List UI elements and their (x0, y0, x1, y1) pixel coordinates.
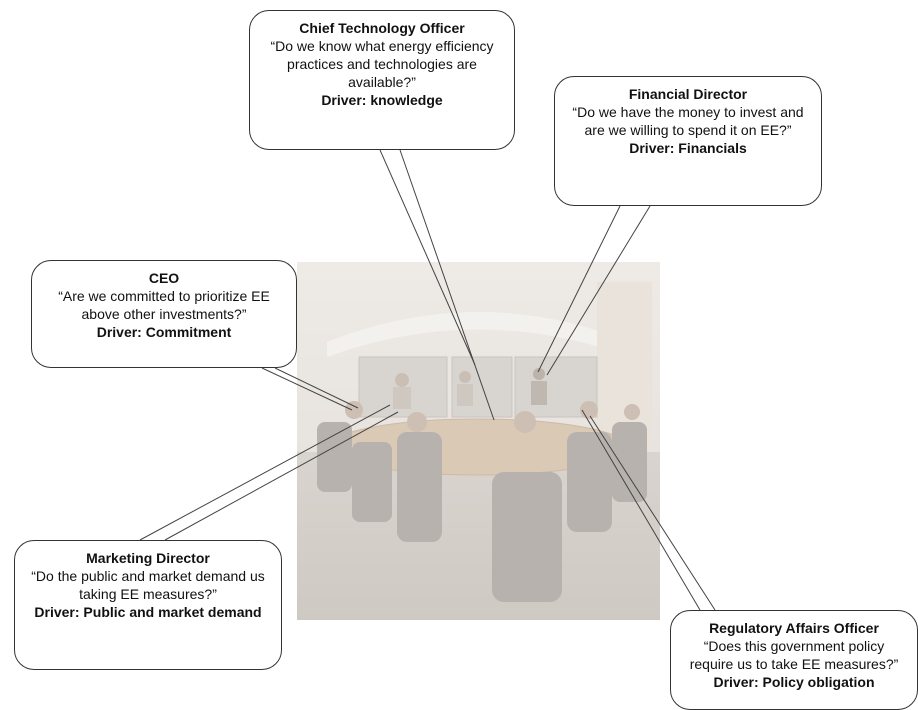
regulatory-quote: “Does this government policy require us … (689, 638, 899, 672)
cto-quote: “Do we know what energy efficiency pract… (270, 38, 494, 90)
callout-regulatory-affairs-officer: Regulatory Affairs Officer “Does this go… (670, 610, 918, 710)
regulatory-role: Regulatory Affairs Officer (709, 620, 879, 636)
callout-ceo: CEO “Are we committed to prioritize EE a… (31, 260, 297, 368)
callout-cto: Chief Technology Officer “Do we know wha… (249, 10, 515, 150)
callout-financial-director: Financial Director “Do we have the money… (554, 76, 822, 206)
ceo-quote: “Are we committed to prioritize EE above… (58, 288, 270, 322)
financial-driver: Driver: Financials (629, 140, 747, 156)
callout-marketing-director: Marketing Director “Do the public and ma… (14, 540, 282, 670)
regulatory-driver: Driver: Policy obligation (713, 674, 875, 690)
marketing-quote: “Do the public and market demand us taki… (31, 568, 265, 602)
ceo-driver: Driver: Commitment (96, 324, 232, 340)
ceo-role: CEO (148, 270, 180, 286)
financial-quote: “Do we have the money to invest and are … (572, 104, 804, 138)
cto-driver: Driver: knowledge (321, 92, 443, 108)
financial-role: Financial Director (628, 86, 748, 102)
marketing-role: Marketing Director (86, 550, 210, 566)
marketing-driver: Driver: Public and market demand (34, 604, 262, 620)
cto-role: Chief Technology Officer (299, 20, 465, 36)
conference-room-photo (297, 262, 660, 620)
